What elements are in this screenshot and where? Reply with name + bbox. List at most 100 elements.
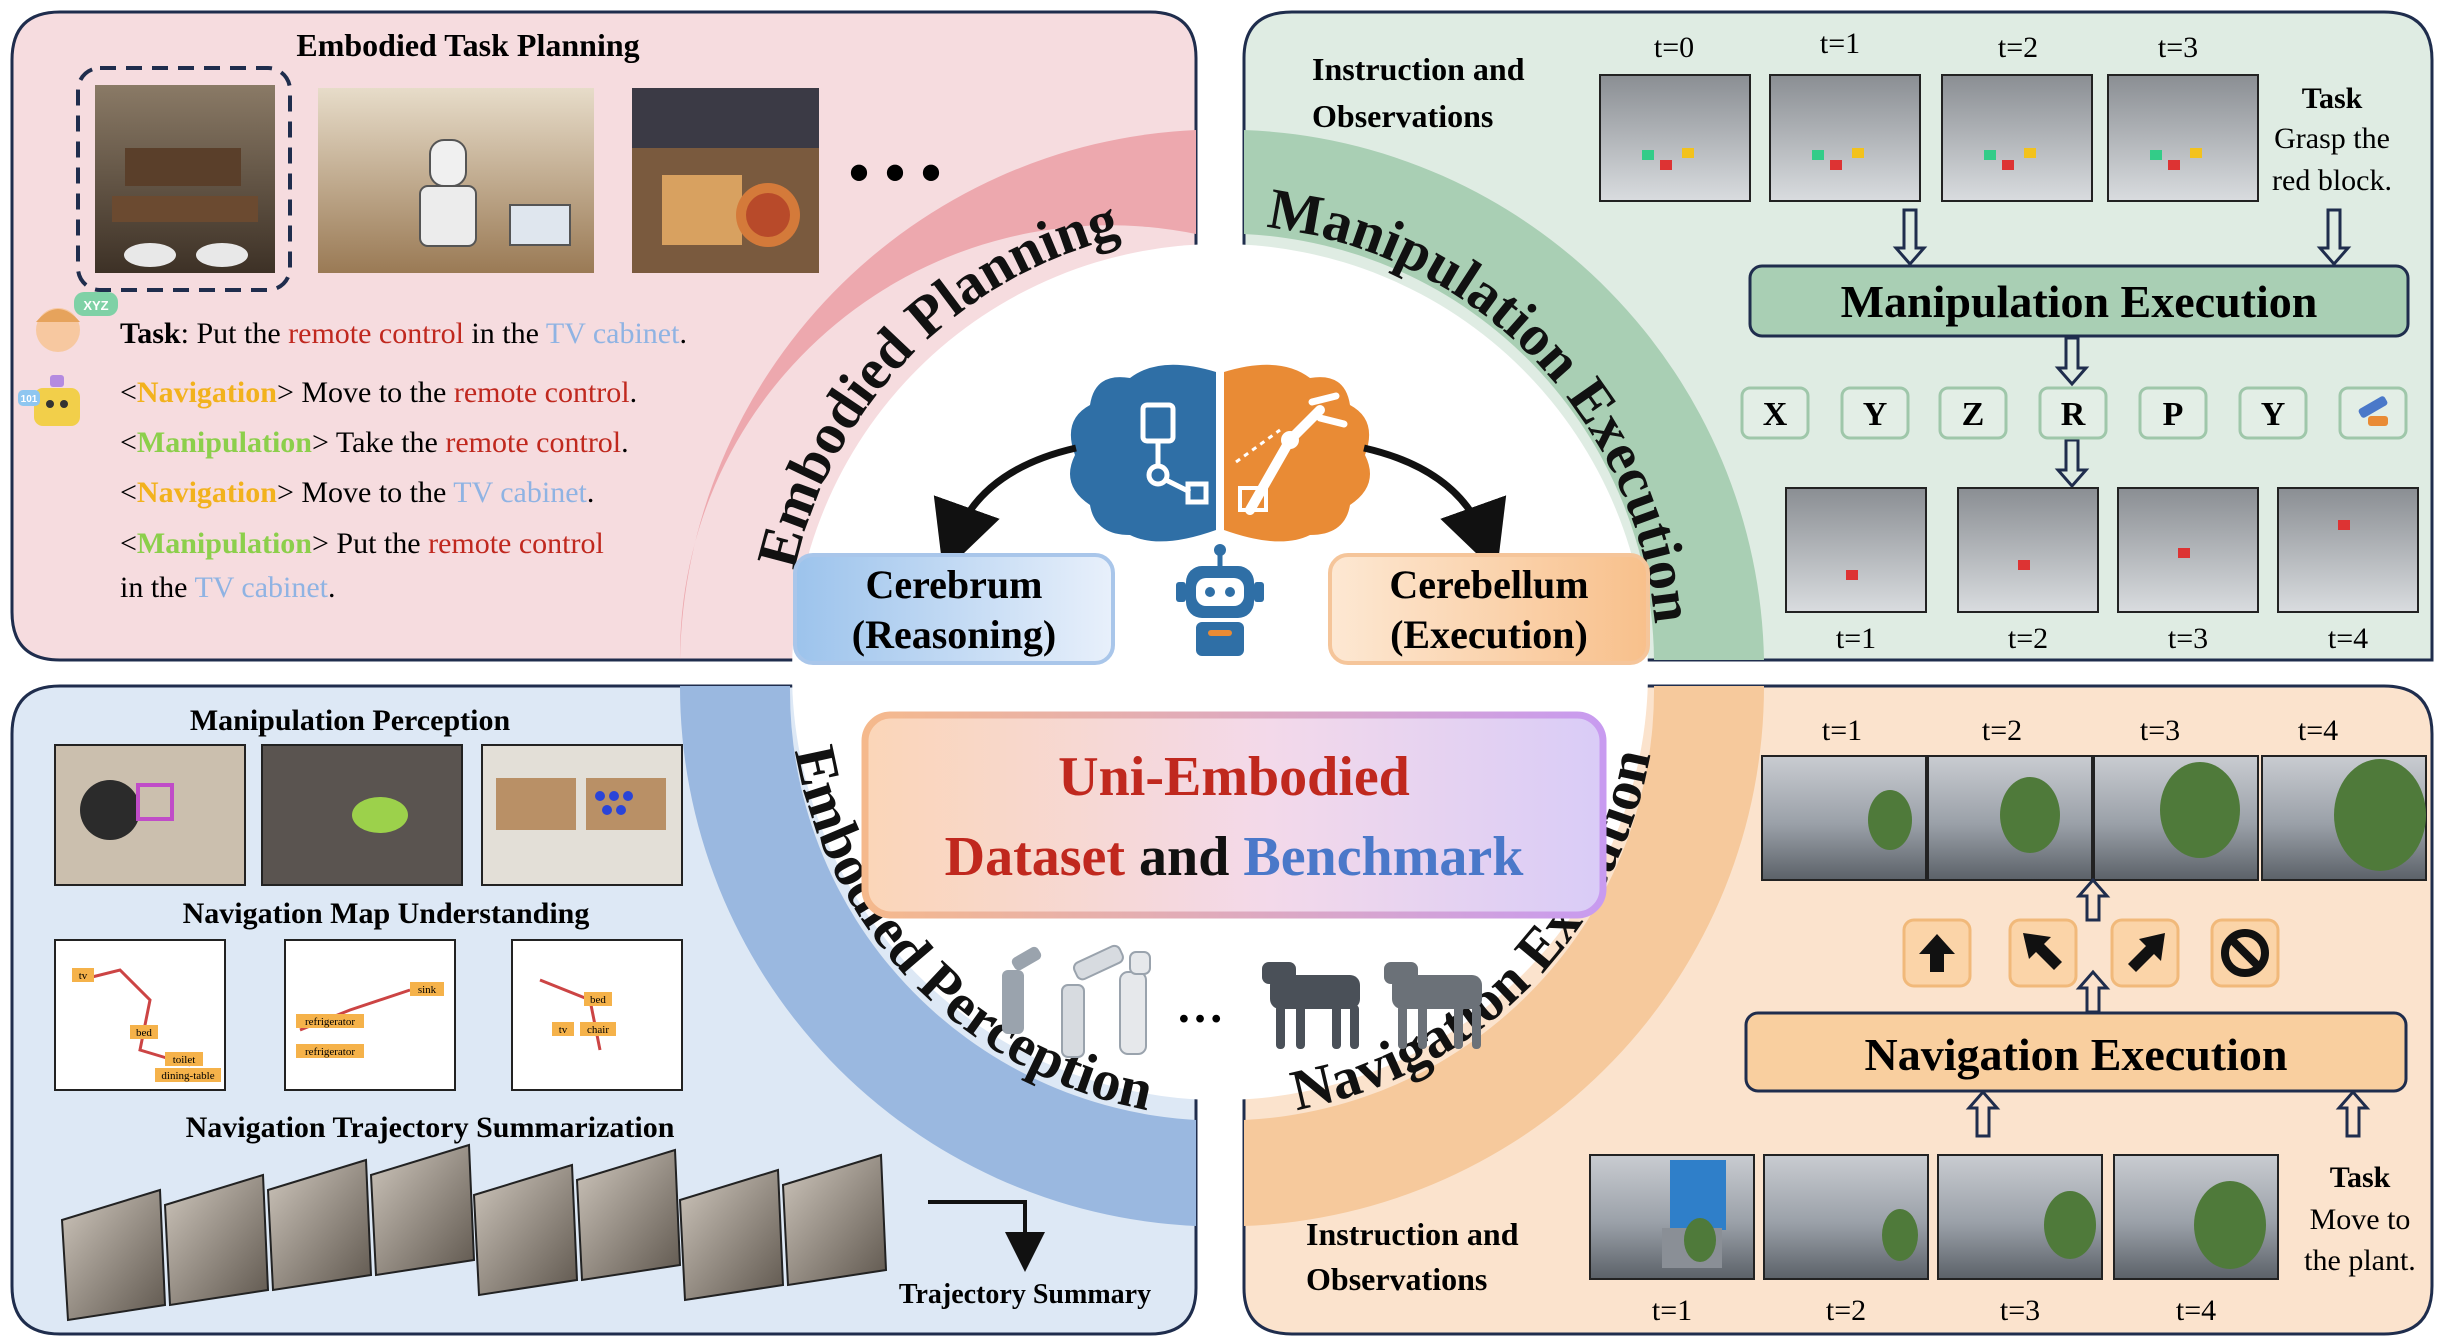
nav-top-time-3: t=3 — [2140, 714, 2180, 747]
nav-bottom-time-2: t=2 — [1826, 1294, 1866, 1327]
manip-top-time-3: t=3 — [2158, 31, 2198, 64]
svg-text:dining-table: dining-table — [161, 1070, 214, 1082]
manip-frame-t1 — [1769, 74, 1921, 202]
planning-image-3 — [632, 88, 819, 273]
title-line1: Uni-Embodied — [1058, 746, 1410, 808]
manip-top-time-1: t=1 — [1820, 27, 1860, 60]
cerebellum-box: Cerebellum (Execution) — [1328, 553, 1650, 665]
nav-instr-line1: Instruction and — [1306, 1216, 1519, 1252]
manip-perception-images — [54, 744, 683, 886]
nav-task-line1: Move to — [2310, 1203, 2411, 1236]
svg-text:XYZ: XYZ — [83, 298, 108, 313]
token-z: Z — [1962, 396, 1985, 433]
token-p: P — [2163, 396, 2184, 433]
robots-ellipsis: … — [1176, 980, 1224, 1033]
svg-text:tv: tv — [79, 970, 88, 982]
arrow-up-left-icon — [2023, 933, 2062, 970]
band-perception-arc — [679, 686, 1196, 1226]
manip-bottom-time-4: t=4 — [2328, 622, 2368, 655]
cerebrum-label: Cerebrum — [866, 562, 1043, 607]
manip-frame-b1 — [1785, 487, 1927, 613]
manip-top-time-2: t=2 — [1998, 31, 2038, 64]
cerebellum-label: Cerebellum — [1389, 562, 1588, 607]
arrow-up-right-icon — [2128, 933, 2165, 972]
manip-instr-line2: Observations — [1312, 98, 1493, 134]
manip-instr-line1: Instruction and — [1312, 51, 1525, 87]
planning-title: Embodied Task Planning — [296, 27, 639, 63]
center-ring: Embodied Planning Manipulation Execution… — [679, 130, 1765, 1226]
planning-step-3: <Navigation> Move to the TV cabinet. — [120, 476, 594, 509]
robot-icon — [1176, 544, 1264, 656]
token-y: Y — [1863, 396, 1888, 433]
nav-bottom-frames: t=1 t=2 t=3 t=4 — [1589, 1154, 2279, 1327]
manip-top-frames: t=0 t=1 t=2 t=3 — [1599, 27, 2259, 202]
manip-exec-label: Manipulation Execution — [1841, 276, 2318, 327]
bot-avatar-icon: 101 — [18, 375, 80, 426]
planning-step-2: <Manipulation> Take the remote control. — [120, 426, 629, 459]
quadruped-robots-image — [1262, 962, 1482, 1049]
svg-text:tv: tv — [559, 1024, 568, 1036]
cerebellum-sublabel: (Execution) — [1390, 612, 1588, 657]
manip-task-line1: Grasp the — [2274, 122, 2390, 155]
svg-text:refrigerator: refrigerator — [305, 1046, 355, 1058]
manip-bottom-time-1: t=1 — [1836, 622, 1876, 655]
manip-task-label: Task — [2302, 82, 2363, 115]
manip-frame-b4 — [2277, 487, 2419, 613]
planning-image-2 — [318, 88, 594, 273]
nav-top-frames: t=1 t=2 t=3 t=4 — [1761, 714, 2427, 881]
arrow-to-cerebellum — [1363, 444, 1507, 573]
manip-perception-title: Manipulation Perception — [190, 704, 511, 737]
cerebrum-box: Cerebrum (Reasoning) — [793, 553, 1115, 665]
planning-ellipsis: • • • — [848, 140, 941, 206]
arrow-up-icon — [1919, 934, 1955, 972]
manip-bottom-frames: t=1 t=2 t=3 t=4 — [1785, 487, 2419, 655]
token-yaw: Y — [2261, 396, 2286, 433]
manip-frame-t3 — [2107, 74, 2259, 202]
manip-exec-box — [1748, 264, 2410, 338]
nav-hollow-arrows — [1965, 877, 2371, 1138]
map-labels: tv bed toilet dining-table refrigerator … — [72, 968, 616, 1082]
arrow-to-cerebrum — [933, 444, 1077, 573]
manip-frame-b2 — [1957, 487, 2099, 613]
nav-instr-line2: Observations — [1306, 1261, 1487, 1297]
nav-exec-label: Navigation Execution — [1865, 1029, 2288, 1080]
map-understanding-title: Navigation Map Understanding — [183, 897, 590, 930]
band-navigation-arc — [1244, 686, 1765, 1226]
token-x: X — [1763, 396, 1788, 433]
robot-arms-image — [1002, 944, 1151, 1058]
trajectory-summary-label: Trajectory Summary — [899, 1279, 1151, 1310]
svg-text:toilet: toilet — [173, 1054, 196, 1066]
user-avatar-icon: XYZ — [36, 292, 118, 352]
manip-hollow-arrows — [1892, 208, 2352, 489]
nav-top-time-4: t=4 — [2298, 714, 2338, 747]
nav-action-buttons — [1902, 918, 2280, 988]
planning-step-4: <Manipulation> Put the remote control — [120, 527, 604, 560]
svg-text:refrigerator: refrigerator — [305, 1016, 355, 1028]
nav-bottom-time-1: t=1 — [1652, 1294, 1692, 1327]
band-manipulation-arc — [1244, 130, 1764, 660]
planning-image-1 — [95, 85, 275, 273]
manip-frame-t0 — [1599, 74, 1751, 202]
nav-bottom-time-3: t=3 — [2000, 1294, 2040, 1327]
cerebrum-sublabel: (Reasoning) — [852, 612, 1056, 657]
svg-text:bed: bed — [590, 994, 606, 1006]
nav-exec-box — [1744, 1011, 2408, 1093]
selected-image-frame — [76, 66, 292, 292]
manip-action-tokens: X Y Z R P Y — [1740, 386, 2408, 440]
manip-task-line2: red block. — [2272, 164, 2392, 197]
planning-task: Task: Put the remote control in the TV c… — [120, 317, 687, 350]
planning-step-1: <Navigation> Move to the remote control. — [120, 376, 637, 409]
manip-top-time-0: t=0 — [1654, 31, 1694, 64]
svg-text:chair: chair — [587, 1024, 609, 1036]
nav-task-line2: the plant. — [2304, 1244, 2416, 1277]
trajectory-arrow — [928, 1200, 1045, 1272]
nav-frame-t2 — [1927, 755, 2093, 881]
stop-icon — [2221, 929, 2269, 977]
nav-bottom-time-4: t=4 — [2176, 1294, 2216, 1327]
nav-task-label: Task — [2330, 1161, 2391, 1194]
trajectory-frames — [60, 1143, 888, 1322]
band-planning-arc — [679, 130, 1196, 660]
manip-bottom-time-2: t=2 — [2008, 622, 2048, 655]
